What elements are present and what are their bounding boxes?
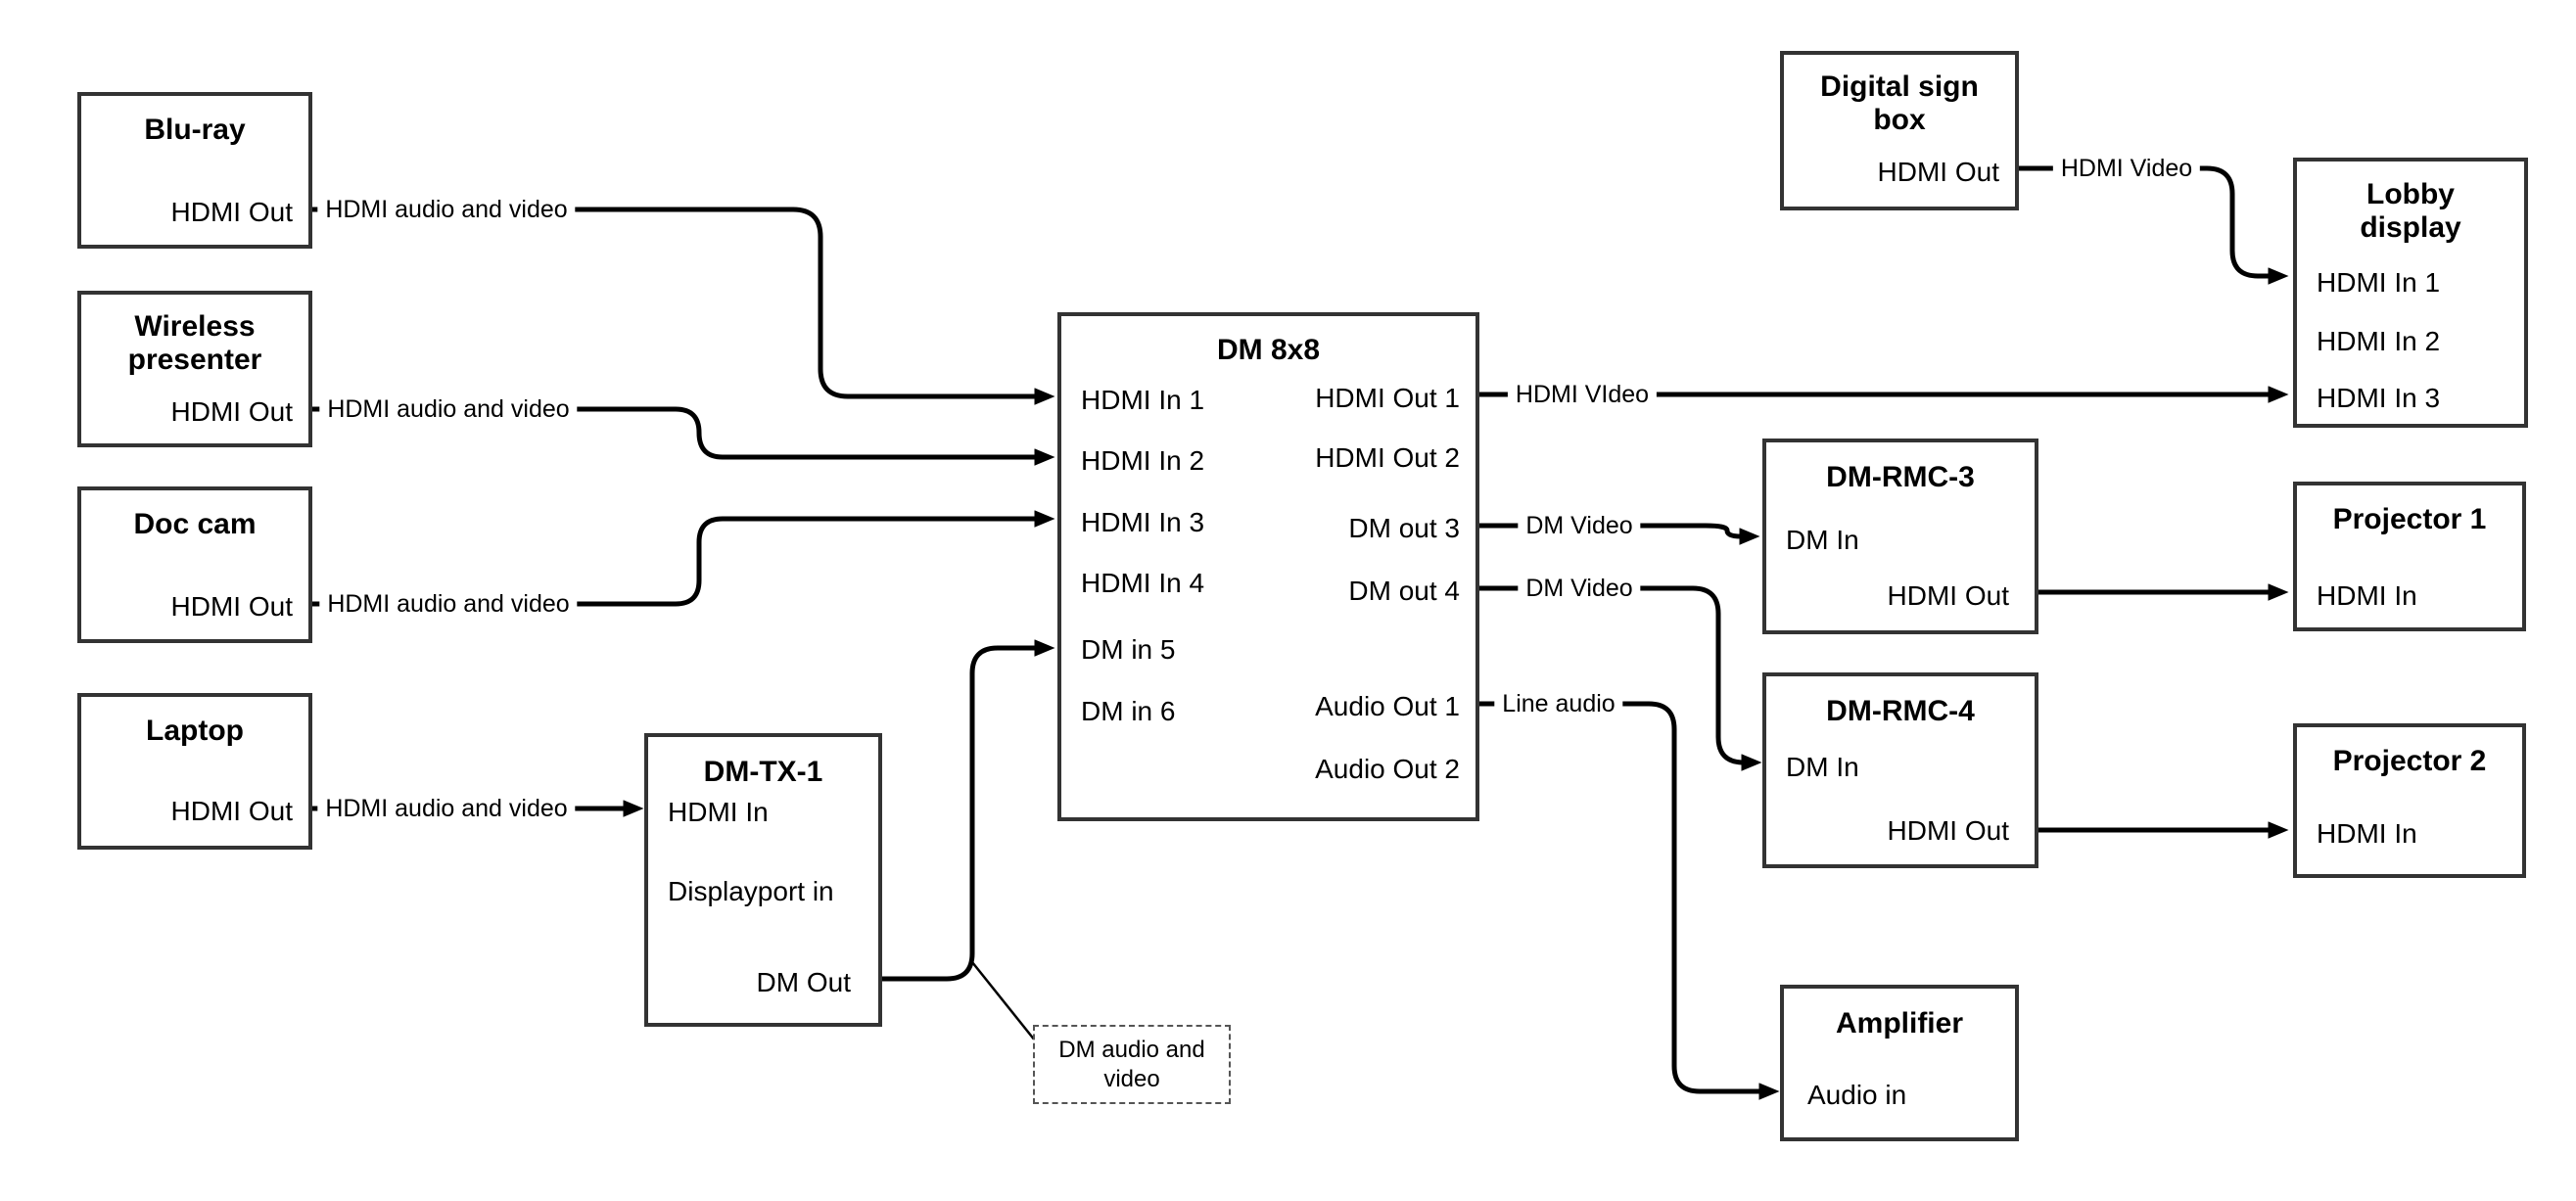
node-title: Amplifier [1835,1007,1964,1039]
node-dm-rmc-3: DM-RMC-3 DM In HDMI Out [1762,439,2038,634]
node-dm-8x8: DM 8x8 HDMI In 1 HDMI In 2 HDMI In 3 HDM… [1057,312,1479,821]
port-dm-out-4: DM out 4 [1348,576,1460,606]
node-title: Wireless presenter [127,310,262,376]
port-dm-in: DM In [1786,525,1859,555]
port-hdmi-in-3: HDMI In 3 [2317,383,2441,413]
node-laptop: Laptop HDMI Out [77,693,312,850]
node-title: DM-TX-1 [703,756,823,788]
node-amplifier: Amplifier Audio in [1780,985,2019,1141]
port-hdmi-out: HDMI Out [1887,815,2009,846]
port-hdmi-in-3: HDMI In 3 [1081,507,1205,537]
wire-label-hdmi-audio-video-2: HDMI audio and video [319,394,578,424]
port-hdmi-in-1: HDMI In 1 [1081,385,1205,415]
wire-label-hdmi-video-out1: HDMI VIdeo [1507,380,1658,409]
port-audio-in: Audio in [1807,1080,1907,1110]
port-hdmi-in: HDMI In [2317,818,2417,849]
port-hdmi-out: HDMI Out [1877,157,1999,187]
wire-doccam-to-dm8x8-hdmi-in-3 [311,510,1055,607]
node-title: Projector 2 [2332,745,2487,777]
port-displayport-in: Displayport in [668,876,834,906]
wire-digital-sign-to-lobby-hdmi-in-1 [2019,165,2289,285]
wire-dm8x8-audio-out-1-to-amplifier [1478,701,1780,1100]
node-title: DM-RMC-3 [1826,461,1975,493]
wire-label-line-audio: Line audio [1494,689,1623,718]
callout-dm-audio-and-video: DM audio and video [1033,1025,1231,1104]
port-hdmi-in-2: HDMI In 2 [2317,326,2441,356]
node-dm-tx-1: DM-TX-1 HDMI In Displayport in DM Out [644,733,882,1027]
port-dm-in-5: DM in 5 [1081,634,1176,665]
wire-label-dm-video-out3: DM Video [1518,511,1641,540]
node-title: Projector 1 [2332,503,2487,535]
port-hdmi-out: HDMI Out [170,796,293,826]
port-dm-out: DM Out [756,967,851,997]
wire-bluray-to-dm8x8-hdmi-in-1 [311,207,1055,405]
port-hdmi-in: HDMI In [668,797,769,827]
node-title: Blu-ray [144,114,246,146]
wire-label-hdmi-audio-video-4: HDMI audio and video [317,794,576,823]
wire-wireless-to-dm8x8-hdmi-in-2 [311,406,1055,466]
port-hdmi-out: HDMI Out [170,197,293,227]
port-audio-out-1: Audio Out 1 [1315,691,1460,721]
node-wireless-presenter: Wireless presenter HDMI Out [77,291,312,447]
node-doc-cam: Doc cam HDMI Out [77,486,312,643]
wire-dmtx1-dm-out-to-dm8x8-dm-in-5 [880,639,1055,982]
port-audio-out-2: Audio Out 2 [1315,754,1460,784]
node-projector-2: Projector 2 HDMI In [2293,723,2526,878]
node-dm-rmc-4: DM-RMC-4 DM In HDMI Out [1762,672,2038,868]
node-title: Digital sign box [1820,70,1979,136]
port-hdmi-out: HDMI Out [1887,580,2009,611]
port-hdmi-out-2: HDMI Out 2 [1315,442,1460,473]
wire-label-hdmi-video-sign: HDMI Video [2052,154,2201,183]
node-lobby-display: Lobby display HDMI In 1 HDMI In 2 HDMI I… [2293,158,2528,428]
wire-dm8x8-dm-out-3-to-dmrmc3-dm-in [1478,523,1760,545]
node-title: Doc cam [133,508,257,540]
node-title: DM-RMC-4 [1826,695,1975,727]
port-hdmi-in-2: HDMI In 2 [1081,445,1205,476]
port-dm-in: DM In [1786,752,1859,782]
wire-label-hdmi-audio-video-3: HDMI audio and video [319,589,578,619]
node-bluray: Blu-ray HDMI Out [77,92,312,249]
port-hdmi-in: HDMI In [2317,580,2417,611]
port-hdmi-in-1: HDMI In 1 [2317,267,2441,298]
port-hdmi-out: HDMI Out [170,591,293,622]
port-dm-in-6: DM in 6 [1081,696,1176,726]
node-title: DM 8x8 [1216,334,1321,366]
node-title: Laptop [146,715,244,747]
port-hdmi-in-4: HDMI In 4 [1081,568,1205,598]
callout-leader-line [971,961,1036,1041]
node-title: Lobby display [2360,178,2461,244]
node-digital-sign-box: Digital sign box HDMI Out [1780,51,2019,210]
port-hdmi-out: HDMI Out [170,396,293,427]
port-hdmi-out-1: HDMI Out 1 [1315,383,1460,413]
wire-dm8x8-dm-out-4-to-dmrmc4-dm-in [1478,585,1762,771]
port-dm-out-3: DM out 3 [1348,513,1460,543]
wire-label-dm-video-out4: DM Video [1518,574,1641,603]
node-projector-1: Projector 1 HDMI In [2293,482,2526,631]
wire-label-hdmi-audio-video-1: HDMI audio and video [317,195,576,224]
